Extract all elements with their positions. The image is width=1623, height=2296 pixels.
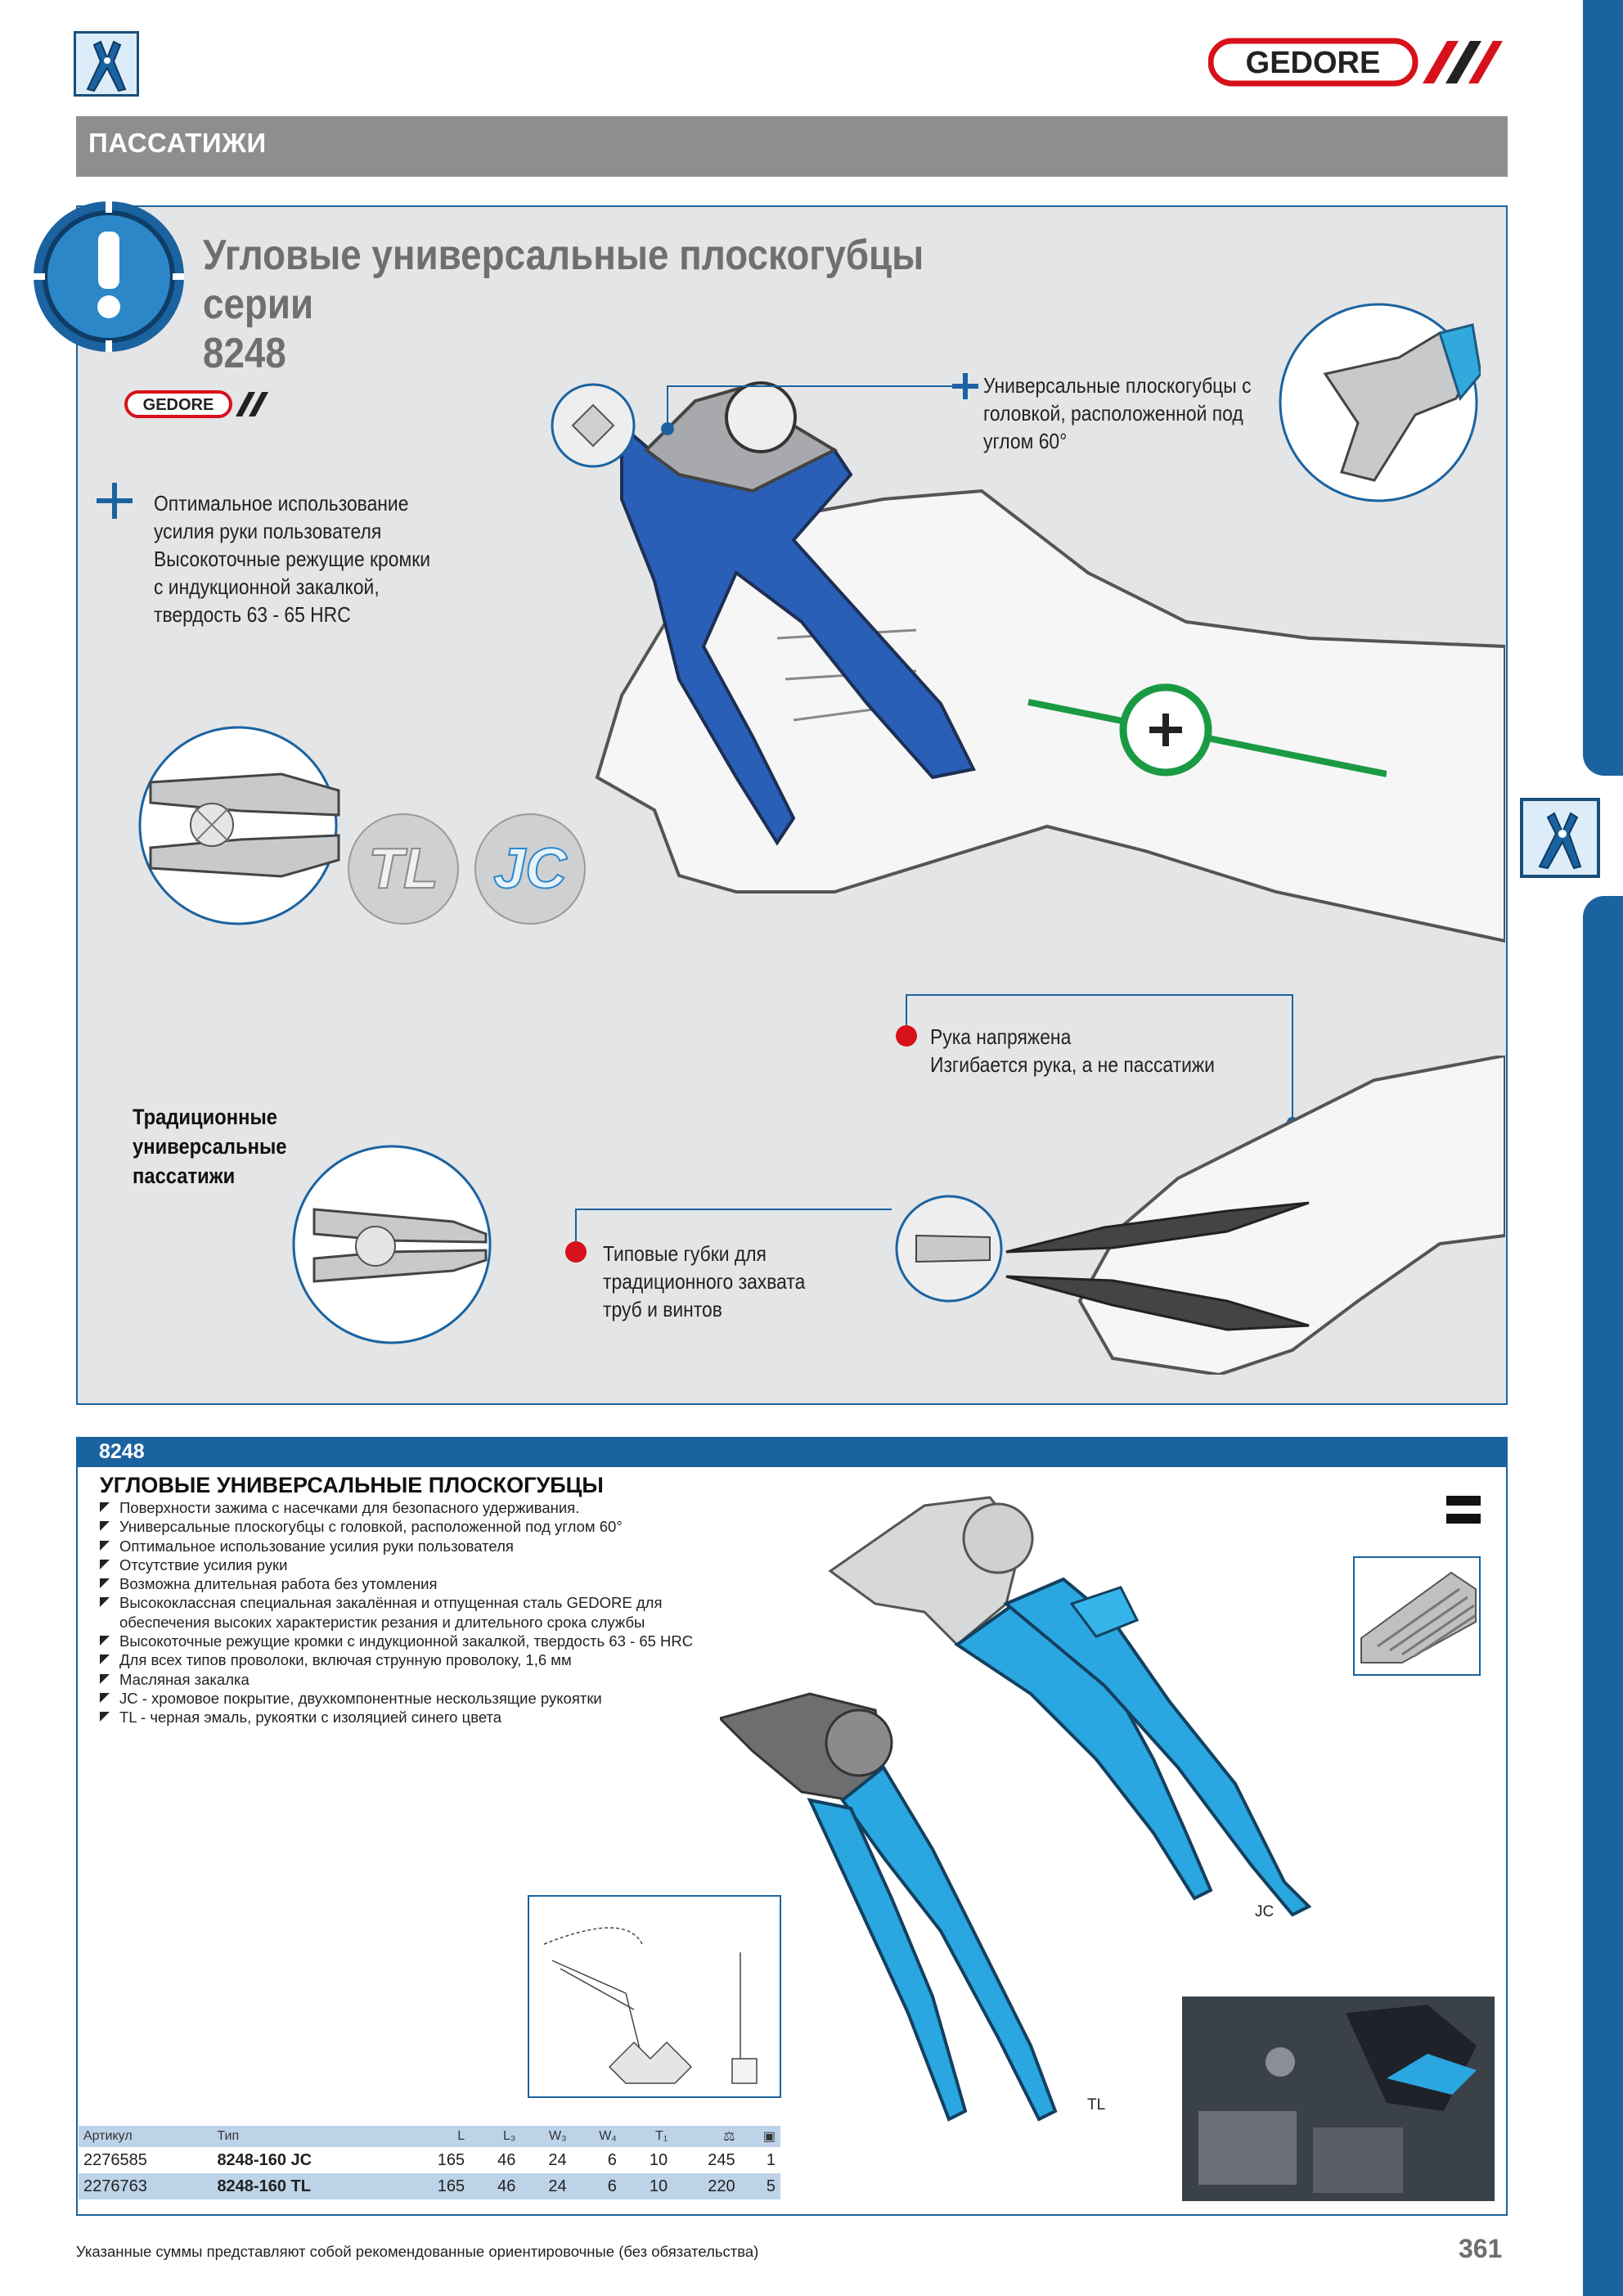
product-panel <box>76 1467 1508 2216</box>
product-photo-tl <box>717 1686 1121 2144</box>
weight-icon: ⚖ <box>672 2126 740 2147</box>
jc-badge: JC <box>474 813 587 925</box>
pack-icon: ▣ <box>740 2126 780 2147</box>
dimension-drawing[interactable] <box>528 1895 781 2098</box>
gedore-logo: GEDORE <box>1207 36 1503 88</box>
cell-l: 165 <box>402 2173 470 2199</box>
list-item: Масляная закалка <box>100 1670 795 1689</box>
cell-l3: 46 <box>470 2147 521 2173</box>
list-item: JC - хромовое покрытие, двухкомпонентные… <box>100 1689 795 1708</box>
product-title: УГЛОВЫЕ УНИВЕРСАЛЬНЫЕ ПЛОСКОГУБЦЫ <box>100 1473 604 1497</box>
header-l3: L₃ <box>470 2126 521 2147</box>
jaw-detail-circle <box>134 725 342 926</box>
footer-note: Указанные суммы представляют собой реком… <box>76 2243 759 2260</box>
svg-text:GEDORE: GEDORE <box>143 396 214 414</box>
gedore-small-logo: GEDORE <box>124 389 275 419</box>
application-photo[interactable] <box>1182 1997 1495 2201</box>
cell-weight: 245 <box>672 2147 740 2173</box>
positive-indicator <box>1027 679 1387 794</box>
list-item: Отсутствие усилия руки <box>100 1555 795 1574</box>
product-photo-jc <box>826 1489 1325 1931</box>
table-row[interactable]: 2276763 8248-160 TL 165 46 24 6 10 220 5 <box>79 2173 780 2199</box>
section-title: ПАССАТИЖИ <box>88 128 267 158</box>
cell-w4: 6 <box>571 2173 622 2199</box>
page-number: 361 <box>1459 2234 1503 2263</box>
list-item: Возможна длительная работа без утомления <box>100 1574 795 1593</box>
plus-marker-icon <box>97 483 133 519</box>
cell-weight: 220 <box>672 2173 740 2199</box>
feature-list: Поверхности зажима с насечками для безоп… <box>100 1498 795 1727</box>
angle-callout-text: Универсальные плоскогубцы с головкой, ра… <box>983 373 1252 453</box>
cell-t1: 10 <box>621 2147 673 2173</box>
header-type: Тип <box>212 2126 402 2147</box>
list-item: Поверхности зажима с насечками для безоп… <box>100 1498 795 1517</box>
cell-w3: 24 <box>520 2147 572 2173</box>
svg-text:TL: TL <box>368 836 438 900</box>
angled-pliers-illustration <box>409 352 1507 957</box>
feature-title: Угловые универсальные плоскогубцы серии … <box>203 232 924 377</box>
cell-t1: 10 <box>621 2173 673 2199</box>
angle-callout-connector <box>654 360 982 450</box>
pliers-chapter-icon[interactable] <box>1520 798 1600 878</box>
table-header-row: Артикул Тип L L₃ W₃ W₄ T₁ ⚖ ▣ <box>79 2126 780 2147</box>
header-l: L <box>402 2126 470 2147</box>
traditional-label: Традиционные универсальные пассатижи <box>133 1105 287 1188</box>
list-item: Высококлассная специальная закалённая и … <box>100 1593 708 1632</box>
product-code-bar: 8248 <box>76 1437 1508 1467</box>
header-w4: W₄ <box>571 2126 622 2147</box>
section-header-bar: ПАССАТИЖИ <box>76 116 1508 177</box>
list-item: Для всех типов проволоки, включая струнн… <box>100 1650 795 1669</box>
traditional-jaw-detail-circle <box>290 1144 494 1345</box>
table-row[interactable]: 2276585 8248-160 JC 165 46 24 6 10 245 1 <box>79 2147 780 2173</box>
cell-pack: 5 <box>740 2173 780 2199</box>
cell-w4: 6 <box>571 2147 622 2173</box>
jaws-callout-connector <box>556 1206 892 1263</box>
handle-callout-text: Оптимальное использование усилия руки по… <box>154 491 431 627</box>
tl-badge: TL <box>347 813 460 925</box>
header-article: Артикул <box>79 2126 213 2147</box>
traditional-pliers-illustration <box>867 1053 1507 1377</box>
header-w3: W₃ <box>520 2126 572 2147</box>
pliers-category-icon[interactable] <box>74 31 139 97</box>
serrated-jaw-thumbnail[interactable] <box>1353 1556 1481 1676</box>
cell-article: 2276763 <box>79 2173 213 2199</box>
tl-variant-label: TL <box>1087 2096 1106 2114</box>
chapter-tab-lower <box>1583 896 1623 2296</box>
list-item: TL - черная эмаль, рукоятки с изоляцией … <box>100 1708 795 1727</box>
list-item: Высокоточные режущие кромки с индукционн… <box>100 1632 795 1650</box>
strained-callout-text: Рука напряжена Изгибается рука, а не пас… <box>930 1024 1215 1077</box>
jc-variant-label: JC <box>1255 1903 1275 1920</box>
header-t1: T₁ <box>621 2126 673 2147</box>
cell-l: 165 <box>402 2147 470 2173</box>
cell-w3: 24 <box>520 2173 572 2199</box>
spec-table: Артикул Тип L L₃ W₃ W₄ T₁ ⚖ ▣ 2276585 82… <box>79 2126 780 2199</box>
jaws-callout-text: Типовые губки для традиционного захвата … <box>603 1241 806 1321</box>
angled-jaw-detail-circle <box>1276 300 1482 505</box>
cell-article: 2276585 <box>79 2147 213 2173</box>
svg-text:JC: JC <box>493 836 568 900</box>
equal-jaws-icon <box>1446 1494 1481 1527</box>
cell-type: 8248-160 TL <box>212 2173 402 2199</box>
list-item: Универсальные плоскогубцы с головкой, ра… <box>100 1517 795 1536</box>
chapter-tab-upper <box>1583 0 1623 776</box>
cell-type: 8248-160 JC <box>212 2147 402 2173</box>
list-item: Оптимальное использование усилия руки по… <box>100 1537 795 1555</box>
cell-pack: 1 <box>740 2147 780 2173</box>
product-code: 8248 <box>99 1440 145 1463</box>
svg-text:GEDORE: GEDORE <box>1246 46 1381 80</box>
important-icon <box>31 199 187 354</box>
cell-l3: 46 <box>470 2173 521 2199</box>
